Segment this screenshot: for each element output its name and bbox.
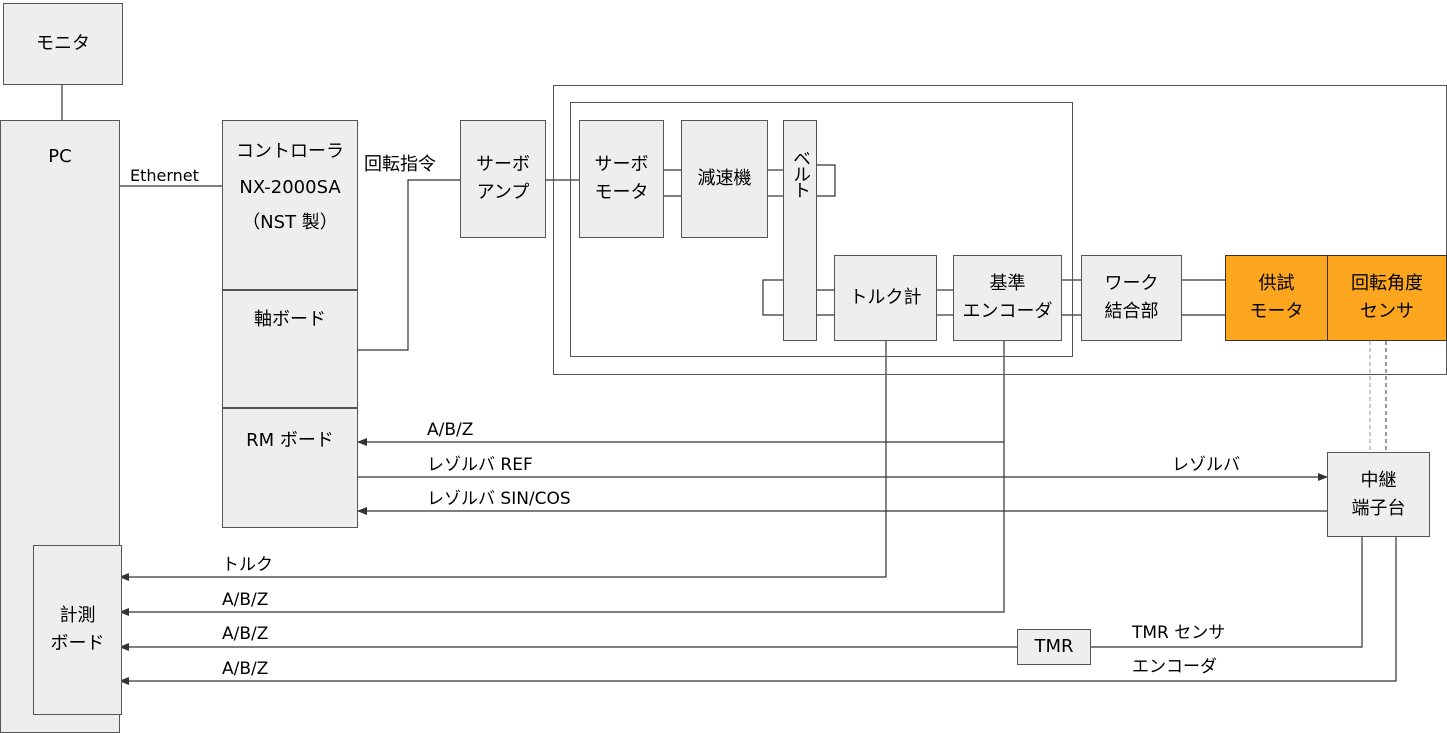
reducer-box: 減速機: [681, 120, 768, 238]
work-coupling-label-2: 結合部: [1104, 301, 1159, 322]
belt-label: ベルト: [790, 149, 811, 197]
relay-terminal-box: 中継 端子台: [1327, 452, 1430, 537]
monitor-box: モニタ: [3, 3, 123, 85]
resolver-sincos-label: レゾルバ SIN/COS: [427, 489, 571, 509]
torque-meter-label: トルク計: [849, 287, 922, 308]
pc-label: PC: [48, 146, 72, 167]
angle-sensor-label-1: 回転角度: [1351, 273, 1423, 294]
ref-encoder-box: 基準 エンコーダ: [953, 255, 1062, 341]
measure-board-label-2: ボード: [50, 633, 105, 654]
measure-board-box: 計測 ボード: [33, 545, 122, 715]
servo-motor-box: サーボ モータ: [579, 120, 664, 238]
relay-terminal-label-2: 端子台: [1351, 497, 1406, 519]
servo-motor-label-1: サーボ: [594, 154, 649, 175]
angle-sensor-label-2: センサ: [1360, 301, 1414, 322]
controller-box: コントローラ NX-2000SA （NST 製）: [222, 120, 358, 290]
axis-board-box: 軸ボード: [222, 290, 358, 408]
drive-unit-frame: [570, 102, 1073, 357]
rotation-command-label: 回転指令: [364, 154, 436, 175]
torque-meter-box: トルク計: [834, 255, 937, 341]
tmr-label: TMR: [1034, 636, 1074, 657]
relay-terminal-label-1: 中継: [1360, 469, 1397, 491]
abz-rm-label: A/B/Z: [427, 420, 474, 440]
controller-label-3: （NST 製）: [242, 212, 338, 233]
rm-board-label: RM ボード: [246, 430, 334, 451]
test-motor-label-2: モータ: [1249, 301, 1304, 322]
measure-board-label-1: 計測: [59, 605, 96, 626]
resolver-label: レゾルバ: [1172, 455, 1240, 475]
ethernet-label: Ethernet: [130, 166, 199, 185]
angle-sensor-box: 回転角度 センサ: [1327, 255, 1447, 341]
reducer-label: 減速機: [697, 168, 752, 189]
work-coupling-label-1: ワーク: [1104, 273, 1159, 294]
encoder-signal-label: エンコーダ: [1132, 657, 1217, 677]
servo-motor-label-2: モータ: [594, 182, 649, 203]
belt-box: ベルト: [783, 120, 817, 341]
servo-amp-box: サーボ アンプ: [460, 120, 546, 238]
rm-board-box: RM ボード: [222, 408, 358, 528]
ref-encoder-label-2: エンコーダ: [962, 301, 1053, 322]
abz-1-label: A/B/Z: [222, 590, 269, 610]
servo-amp-label-1: サーボ: [476, 154, 530, 175]
abz-2-label: A/B/Z: [222, 624, 269, 644]
controller-label-1: コントローラ: [236, 141, 344, 162]
tmr-box: TMR: [1017, 629, 1091, 665]
axis-board-label: 軸ボード: [254, 309, 326, 330]
test-motor-label-1: 供試: [1258, 273, 1295, 294]
ref-encoder-label-1: 基準: [989, 273, 1026, 294]
torque-signal-label: トルク: [222, 555, 273, 575]
work-coupling-box: ワーク 結合部: [1081, 255, 1182, 341]
test-motor-box: 供試 モータ: [1225, 255, 1328, 341]
monitor-label: モニタ: [36, 33, 90, 54]
tmr-sensor-label: TMR センサ: [1132, 623, 1226, 643]
controller-label-2: NX-2000SA: [239, 177, 341, 198]
servo-amp-label-2: アンプ: [476, 182, 530, 203]
abz-3-label: A/B/Z: [222, 659, 269, 679]
resolver-ref-label: レゾルバ REF: [427, 455, 533, 475]
